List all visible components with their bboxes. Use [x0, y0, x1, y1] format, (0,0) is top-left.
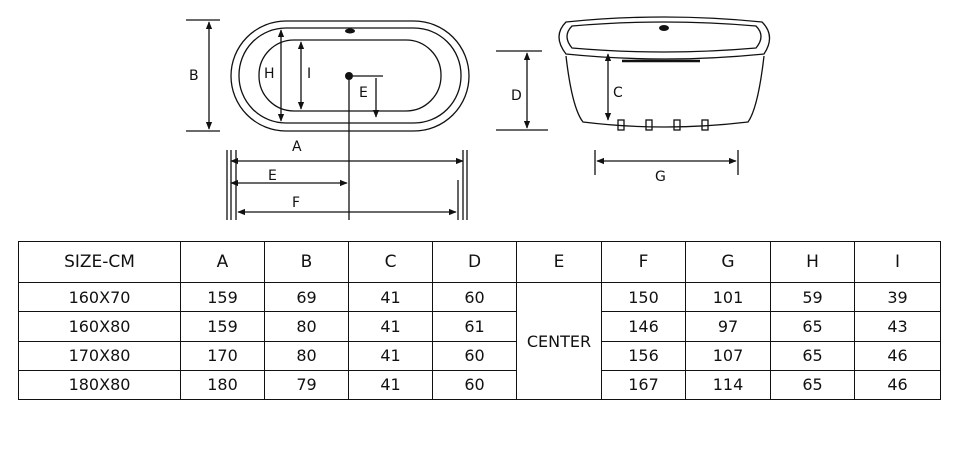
- tub-side-body: [565, 55, 765, 128]
- tub-foot: [701, 119, 709, 131]
- cell-g: 107: [685, 340, 771, 371]
- tub-inner-rim: [238, 27, 462, 124]
- table-header-row: SIZE-CM A B C D E F G H I: [18, 241, 941, 283]
- label-b: B: [189, 68, 199, 84]
- tub-foot: [673, 119, 681, 131]
- top-view: [186, 19, 470, 220]
- header-a: A: [180, 241, 265, 283]
- cell-h: 65: [770, 311, 855, 342]
- overflow-icon: [345, 28, 355, 34]
- table-row: 180X80 180 79 41 60 167 114 65 46: [18, 369, 941, 401]
- cell-f: 167: [601, 369, 686, 401]
- cell-a: 159: [180, 311, 265, 342]
- label-e: E: [268, 168, 277, 184]
- cell-c: 41: [348, 311, 433, 342]
- cell-h: 59: [770, 281, 855, 313]
- cell-i: 43: [854, 311, 941, 342]
- header-h: H: [770, 241, 855, 283]
- tub-foot: [617, 119, 625, 131]
- drain-icon: [345, 72, 353, 80]
- tub-basin: [258, 39, 442, 112]
- label-i: I: [307, 66, 311, 82]
- cell-b: 80: [264, 311, 349, 342]
- header-d: D: [432, 241, 517, 283]
- cell-c: 41: [348, 340, 433, 371]
- side-view: [496, 16, 771, 175]
- label-d: D: [511, 88, 522, 104]
- label-e-vertical: E: [359, 85, 368, 101]
- header-e: E: [516, 241, 602, 283]
- cell-b: 69: [264, 281, 349, 313]
- tub-foot: [645, 119, 653, 131]
- cell-f: 146: [601, 311, 686, 342]
- cell-d: 60: [432, 340, 517, 371]
- cell-g: 114: [685, 369, 771, 401]
- cell-h: 65: [770, 340, 855, 371]
- cell-i: 46: [854, 369, 941, 401]
- cell-size: 170X80: [18, 340, 181, 371]
- cell-e-center: CENTER: [516, 282, 602, 400]
- cell-g: 101: [685, 281, 771, 313]
- cell-c: 41: [348, 369, 433, 401]
- header-c: C: [348, 241, 433, 283]
- cell-a: 159: [180, 281, 265, 313]
- cell-h: 65: [770, 369, 855, 401]
- cell-size: 160X70: [18, 281, 181, 313]
- cell-f: 156: [601, 340, 686, 371]
- header-size: SIZE-CM: [18, 241, 181, 283]
- cell-b: 79: [264, 369, 349, 401]
- cell-i: 46: [854, 340, 941, 371]
- cell-b: 80: [264, 340, 349, 371]
- bathtub-dimension-diagram: B H I E A E F D C G: [186, 16, 771, 220]
- cell-d: 61: [432, 311, 517, 342]
- cell-d: 60: [432, 369, 517, 401]
- cell-f: 150: [601, 281, 686, 313]
- label-f: F: [292, 195, 300, 211]
- header-i: I: [854, 241, 941, 283]
- tub-outer-rim: [230, 20, 470, 132]
- cell-g: 97: [685, 311, 771, 342]
- tub-side-rim: [558, 16, 771, 60]
- table-row: 160X70 159 69 41 60 CENTER 150 101 59 39: [18, 281, 941, 400]
- label-h: H: [264, 66, 275, 82]
- cell-a: 170: [180, 340, 265, 371]
- overflow-icon: [659, 25, 669, 31]
- label-g: G: [655, 169, 666, 185]
- header-f: F: [601, 241, 686, 283]
- cell-size: 180X80: [18, 369, 181, 401]
- cell-i: 39: [854, 281, 941, 313]
- label-a: A: [292, 139, 302, 155]
- cell-a: 180: [180, 369, 265, 401]
- cell-d: 60: [432, 281, 517, 313]
- table-row: 160X80 159 80 41 61 146 97 65 43: [18, 311, 941, 342]
- cell-c: 41: [348, 281, 433, 313]
- size-specification-table: SIZE-CM A B C D E F G H I 160X70 159 69 …: [18, 241, 941, 401]
- cell-size: 160X80: [18, 311, 181, 342]
- header-b: B: [264, 241, 349, 283]
- label-c: C: [613, 85, 623, 101]
- header-g: G: [685, 241, 771, 283]
- table-row: 170X80 170 80 41 60 156 107 65 46: [18, 340, 941, 371]
